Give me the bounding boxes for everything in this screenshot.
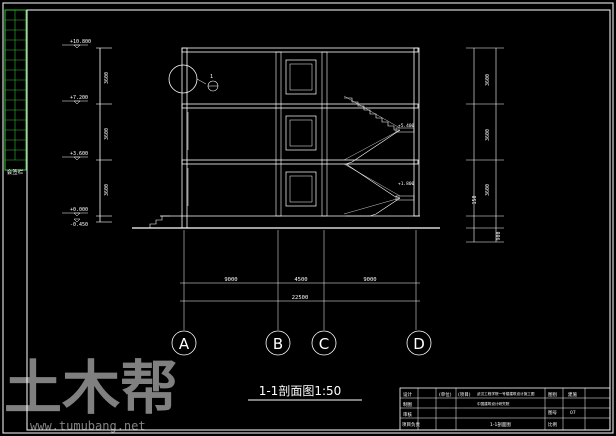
axis-label-a: A <box>179 335 190 353</box>
axis-label-d: D <box>413 335 425 353</box>
title-block-scale-label: 比例 <box>548 421 557 428</box>
staircase <box>343 95 415 217</box>
axis-label-b: B <box>273 335 283 353</box>
right-dim-floor-3: 3600 <box>485 74 491 86</box>
title-block-design: 设计 <box>403 391 412 398</box>
right-dim-floor-2: 3600 <box>485 129 491 141</box>
stair-landing-1800: +1.800 <box>398 181 415 187</box>
watermark-logo: 土木帮 <box>4 354 178 422</box>
title-block-drawing-name: 1-1剖面图 <box>490 421 511 428</box>
left-elevation-markers <box>62 44 112 223</box>
right-dimension-lines <box>466 47 504 243</box>
left-dim-floor-1: 3600 <box>104 184 110 196</box>
title-block-project-label: (项目) <box>458 392 471 398</box>
bottom-dim-total: 22500 <box>292 295 309 301</box>
bottom-dim-ab: 9000 <box>224 277 237 283</box>
left-dim-floor-2: 3600 <box>104 128 110 140</box>
elevation-label-minus-0450: -0.450 <box>70 222 88 228</box>
drawing-frame-inner <box>26 9 611 431</box>
building-section <box>132 47 440 229</box>
countersign-strip: 会签栏 <box>4 9 27 176</box>
title-block-sheet-label: 图别 <box>548 391 557 398</box>
elevation-label-10800: +10.800 <box>70 39 91 45</box>
bottom-dim-cd: 9000 <box>363 277 376 283</box>
title-block-drafting: 制图 <box>403 401 412 408</box>
drawing-title: 1-1剖面图1:50 <box>259 384 342 398</box>
detail-callout <box>168 64 219 94</box>
title-block-project-name-2: 中国建筑设计研究院 <box>477 401 510 406</box>
elevation-label-7200: +7.200 <box>70 95 88 101</box>
axis-bubble-d <box>406 330 432 356</box>
axis-label-c: C <box>319 335 329 353</box>
left-dim-floor-3: 3600 <box>104 72 110 84</box>
axis-bubble-b <box>265 330 291 356</box>
title-block-check: 审核 <box>403 411 412 418</box>
elevation-label-0000: +0.000 <box>70 207 88 213</box>
right-dim-base: 900 <box>496 231 502 240</box>
right-dim-plinth: 150 <box>472 195 478 204</box>
bottom-dim-bc: 4500 <box>294 277 307 283</box>
title-block <box>399 387 611 431</box>
title-block-project-name: 武汉工程学院一号楼建筑设计施工图 <box>477 391 535 396</box>
title-block-approve: 项目负责 <box>402 421 420 428</box>
axis-bubble-c <box>311 330 337 356</box>
title-block-sheet-value: 建施 <box>568 391 577 398</box>
title-block-drawing-no-label: 图号 <box>548 410 557 416</box>
title-block-firm-label: (单位) <box>439 391 452 398</box>
bottom-dimension-lines <box>180 230 420 330</box>
watermark: 土木帮 www.tumubang.net <box>4 354 178 433</box>
detail-callout-number: 1 <box>210 74 213 80</box>
watermark-url: www.tumubang.net <box>30 419 146 433</box>
elevation-label-3600: +3.600 <box>70 151 88 157</box>
right-dim-floor-1: 3600 <box>485 184 491 196</box>
axis-bubble-a <box>171 330 197 356</box>
stair-landing-5400: +5.400 <box>398 123 415 129</box>
title-block-drawing-no: 07 <box>570 410 576 416</box>
countersign-label: 会签栏 <box>7 168 24 176</box>
